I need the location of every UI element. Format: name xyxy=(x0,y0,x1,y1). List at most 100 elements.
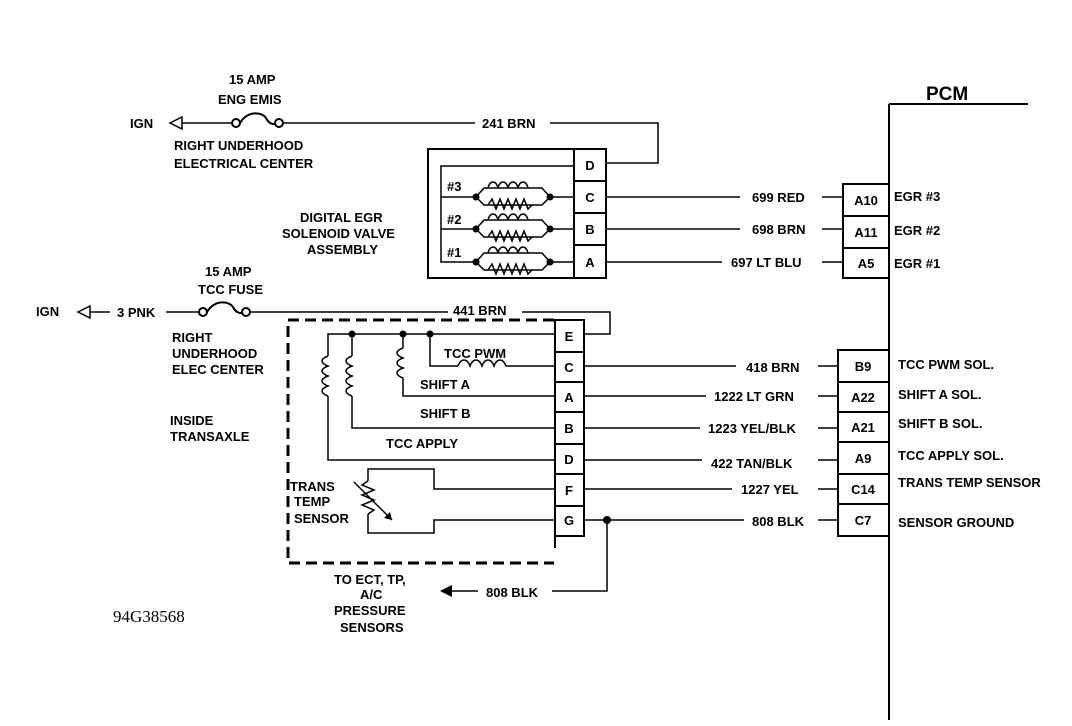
egr-pin-a: A xyxy=(585,255,595,270)
pcm-connector-c7 xyxy=(837,503,890,537)
egr-pin-box-a xyxy=(573,244,607,279)
fuse-egr-location-1: RIGHT UNDERHOOD xyxy=(174,138,303,153)
trans-pin-box-a xyxy=(554,381,585,413)
pcm-func-tcc-pwm: TCC PWM SOL. xyxy=(898,357,994,372)
egr-pin-b: B xyxy=(585,222,594,237)
pcm-func-shift-b: SHIFT B SOL. xyxy=(898,416,983,431)
pcm-func-egr1: EGR #1 xyxy=(894,256,940,271)
egr-label-2: SOLENOID VALVE xyxy=(282,226,395,241)
wire-418-label: 418 BRN xyxy=(746,360,799,375)
egr-solenoid-3 xyxy=(472,181,554,212)
ign-arrow-1 xyxy=(168,115,183,131)
ground-branch-arrow xyxy=(440,585,452,597)
tcc-pwm-feed xyxy=(429,334,458,367)
tcc-pwm-label: TCC PWM xyxy=(444,346,506,361)
fuse-egr-name: ENG EMIS xyxy=(218,92,282,107)
pcm-title: PCM xyxy=(926,84,968,105)
egr-solenoid-2 xyxy=(472,213,554,244)
shift-b-coil xyxy=(345,355,355,397)
pcm-func-tcc-apply: TCC APPLY SOL. xyxy=(898,448,1004,463)
egr-label-3: ASSEMBLY xyxy=(307,242,378,257)
trans-pin-f: F xyxy=(565,483,573,498)
trans-pin-box-f xyxy=(554,473,585,507)
pcm-pin-a22: A22 xyxy=(851,390,875,405)
pcm-connector-a9 xyxy=(837,441,890,475)
pcm-connector-a10 xyxy=(842,183,890,217)
trans-temp-label-3: SENSOR xyxy=(294,511,350,526)
trans-temp-label-1: TRANS xyxy=(290,479,335,494)
shift-b-label: SHIFT B xyxy=(420,406,471,421)
thermistor-arrow-line xyxy=(353,481,393,521)
pcm-func-egr2: EGR #2 xyxy=(894,223,940,238)
pcm-pin-a21: A21 xyxy=(851,420,875,435)
egr-solenoid-2-label: #2 xyxy=(447,212,461,227)
fuse-tcc-name: TCC FUSE xyxy=(198,282,263,297)
fuse-tcc-amp: 15 AMP xyxy=(205,264,252,279)
ground-branch-wire xyxy=(552,520,608,592)
wire-3pnk-label: 3 PNK xyxy=(117,305,156,320)
thermistor-arrow-head xyxy=(384,512,392,520)
ign-label-2: IGN xyxy=(36,304,59,319)
trans-temp-wire-bottom xyxy=(367,514,555,534)
fuse-egr-amp: 15 AMP xyxy=(229,72,276,87)
fuse-tcc-location-2: UNDERHOOD xyxy=(172,346,257,361)
pcm-pin-b9: B9 xyxy=(855,359,872,374)
egr-pin-d: D xyxy=(585,158,594,173)
trans-temp-wire-top xyxy=(367,468,555,490)
fuse-egr-terminal-left xyxy=(231,118,241,128)
ground-dest-label-4: SENSORS xyxy=(340,620,404,635)
egr-solenoid-1 xyxy=(472,246,554,277)
transaxle-label-2: TRANSAXLE xyxy=(170,429,250,444)
trans-temp-label-2: TEMP xyxy=(294,494,330,509)
trans-pin-g: G xyxy=(564,513,574,528)
egr-solenoid-1-label: #1 xyxy=(447,245,461,260)
diagram-id: 94G38568 xyxy=(113,607,185,626)
pcm-connector-a22 xyxy=(837,381,890,413)
fuse-tcc-terminal-right xyxy=(241,307,251,317)
fuse-tcc-location-1: RIGHT xyxy=(172,330,213,345)
fuse-egr-symbol xyxy=(239,112,277,125)
pcm-func-shift-a: SHIFT A SOL. xyxy=(898,387,982,402)
wire-1222-label: 1222 LT GRN xyxy=(714,389,794,404)
pcm-connector-a21 xyxy=(837,411,890,443)
tcc-apply-feed xyxy=(327,333,352,356)
trans-pin-e: E xyxy=(565,329,574,344)
trans-pin-c: C xyxy=(564,360,574,375)
trans-pin-box-e xyxy=(554,319,585,353)
transaxle-label-1: INSIDE xyxy=(170,413,214,428)
egr-pin-c: C xyxy=(585,190,595,205)
fuse-egr-terminal-right xyxy=(274,118,284,128)
fuse-tcc-symbol xyxy=(206,301,244,314)
pcm-pin-a5: A5 xyxy=(858,256,875,271)
fuse-egr-location-2: ELECTRICAL CENTER xyxy=(174,156,314,171)
tcc-apply-coil xyxy=(321,355,331,397)
wire-698-label: 698 BRN xyxy=(752,222,805,237)
egr-solenoid-3-label: #3 xyxy=(447,179,461,194)
wire-441-right xyxy=(522,311,611,335)
pcm-pin-a11: A11 xyxy=(854,225,877,240)
trans-pin-b: B xyxy=(564,421,573,436)
wire-441-label: 441 BRN xyxy=(453,303,506,318)
tcc-apply-out xyxy=(327,396,555,461)
shift-a-label: SHIFT A xyxy=(420,377,471,392)
wire-699-label: 699 RED xyxy=(752,190,805,205)
ign-label-1: IGN xyxy=(130,116,153,131)
trans-pin-box-d xyxy=(554,443,585,475)
pcm-func-sensor-ground: SENSOR GROUND xyxy=(898,515,1014,530)
pcm-func-egr3: EGR #3 xyxy=(894,189,940,204)
wire-1227-label: 1227 YEL xyxy=(741,482,799,497)
fuse-tcc-terminal-left xyxy=(198,307,208,317)
pcm-pin-c14: C14 xyxy=(851,482,876,497)
fuse-tcc-location-3: ELEC CENTER xyxy=(172,362,264,377)
wire-697-label: 697 LT BLU xyxy=(731,255,802,270)
trans-pin-d: D xyxy=(564,452,573,467)
wire-808-label: 808 BLK xyxy=(752,514,805,529)
pcm-pin-c7: C7 xyxy=(855,513,872,528)
trans-pin-a: A xyxy=(564,390,574,405)
pcm-func-trans-temp: TRANS TEMP SENSOR xyxy=(898,475,1041,490)
tcc-apply-label: TCC APPLY xyxy=(386,436,458,451)
pcm-pin-a9: A9 xyxy=(855,451,872,466)
shift-a-out xyxy=(402,378,555,397)
